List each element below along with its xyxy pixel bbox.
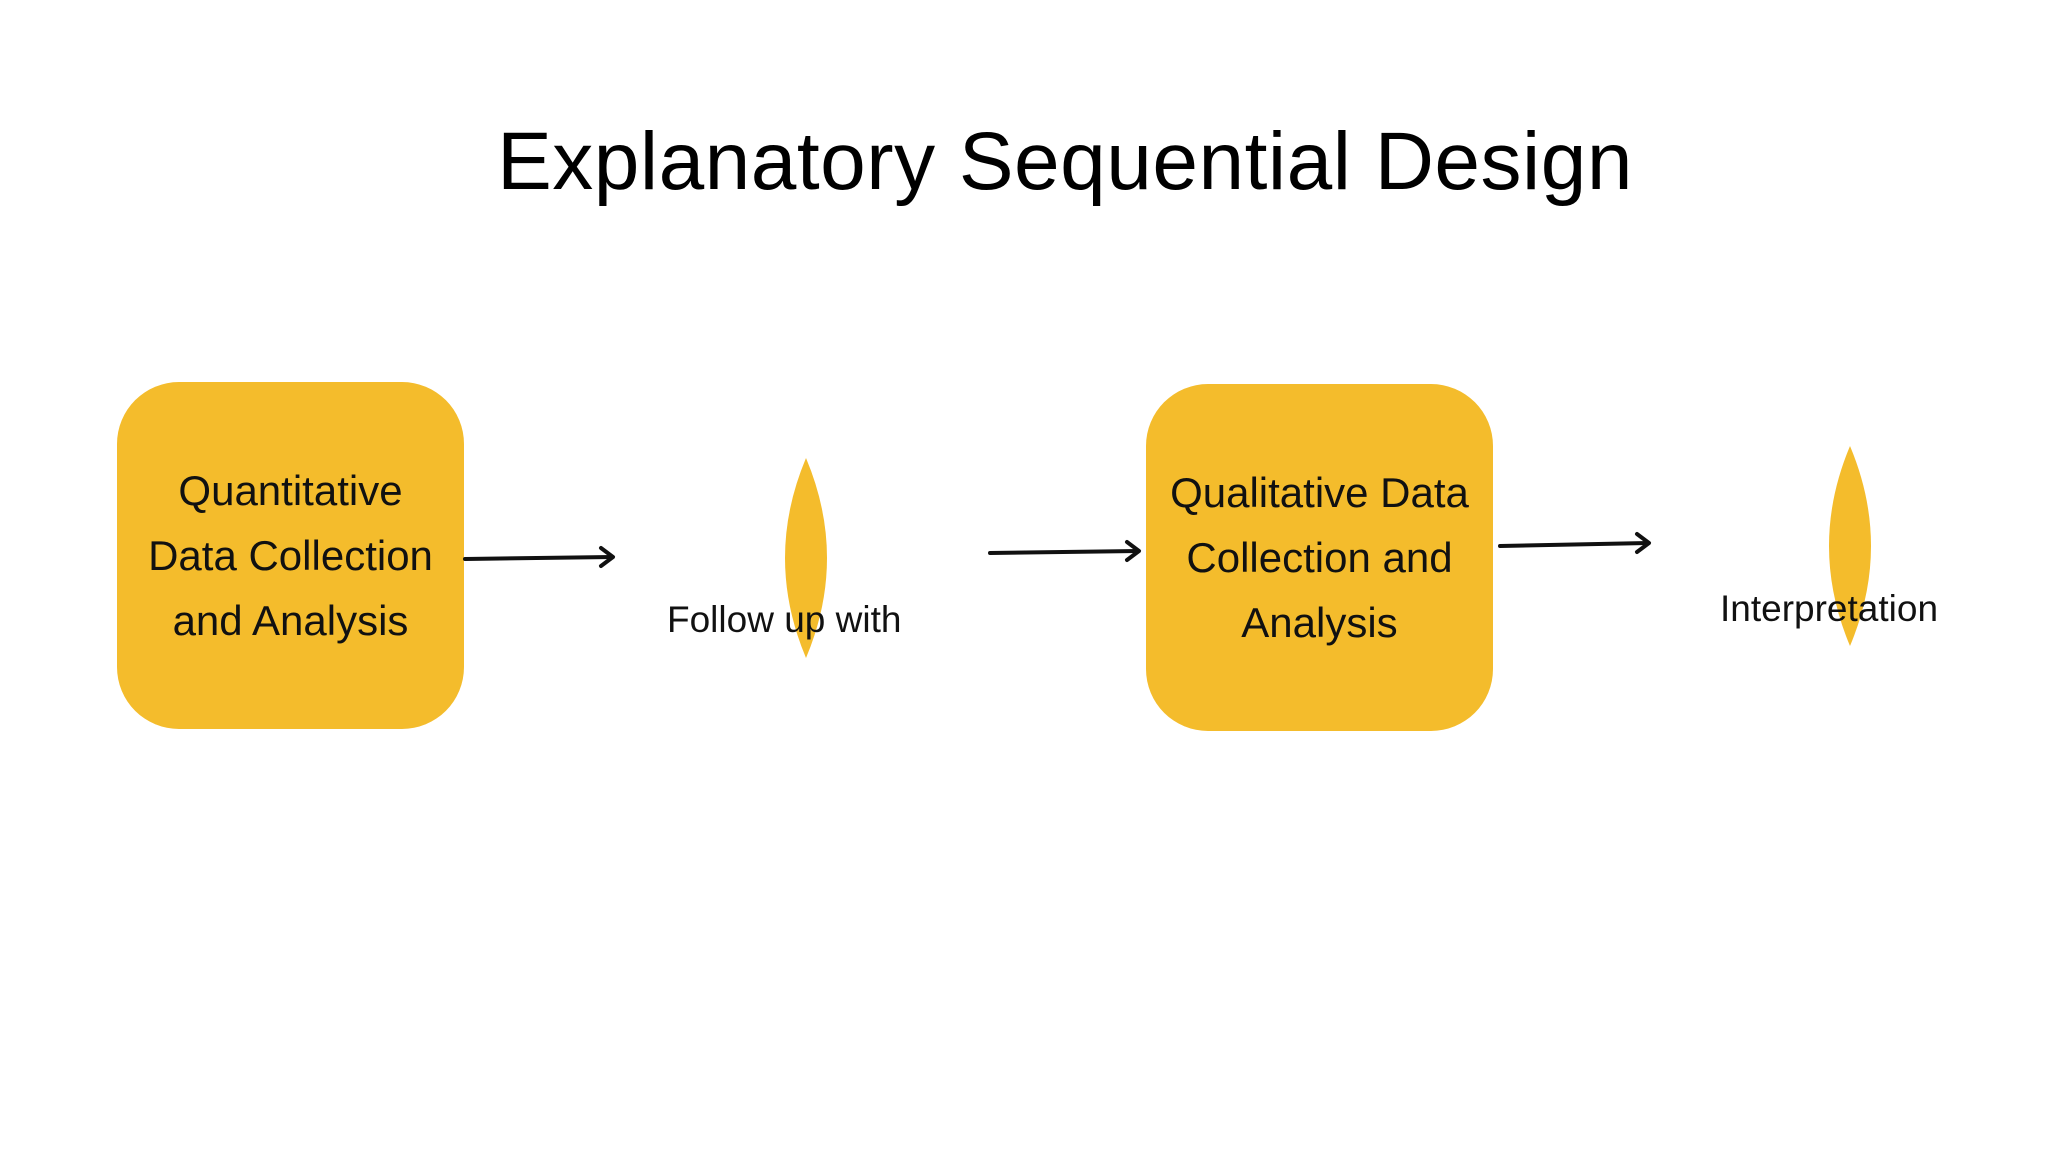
- petal-icon: [1829, 446, 1871, 646]
- follow-up-label: Follow up with: [667, 599, 902, 640]
- quantitative-step-box: Quantitative Data Collection and Analysi…: [117, 382, 464, 729]
- arrow-qual-to-interpretation: [1498, 532, 1651, 554]
- qualitative-step-label: Qualitative Data Collection and Analysis: [1170, 469, 1469, 646]
- qualitative-step-box: Qualitative Data Collection and Analysis: [1146, 384, 1493, 731]
- petal-icon: [785, 458, 827, 658]
- interpretation-label: Interpretation: [1720, 588, 1939, 629]
- arrow-quant-to-followup: [463, 546, 615, 568]
- diagram-title: Explanatory Sequential Design: [497, 116, 1633, 207]
- arrow-followup-to-qual: [988, 540, 1141, 562]
- quantitative-step-label: Quantitative Data Collection and Analysi…: [148, 467, 433, 644]
